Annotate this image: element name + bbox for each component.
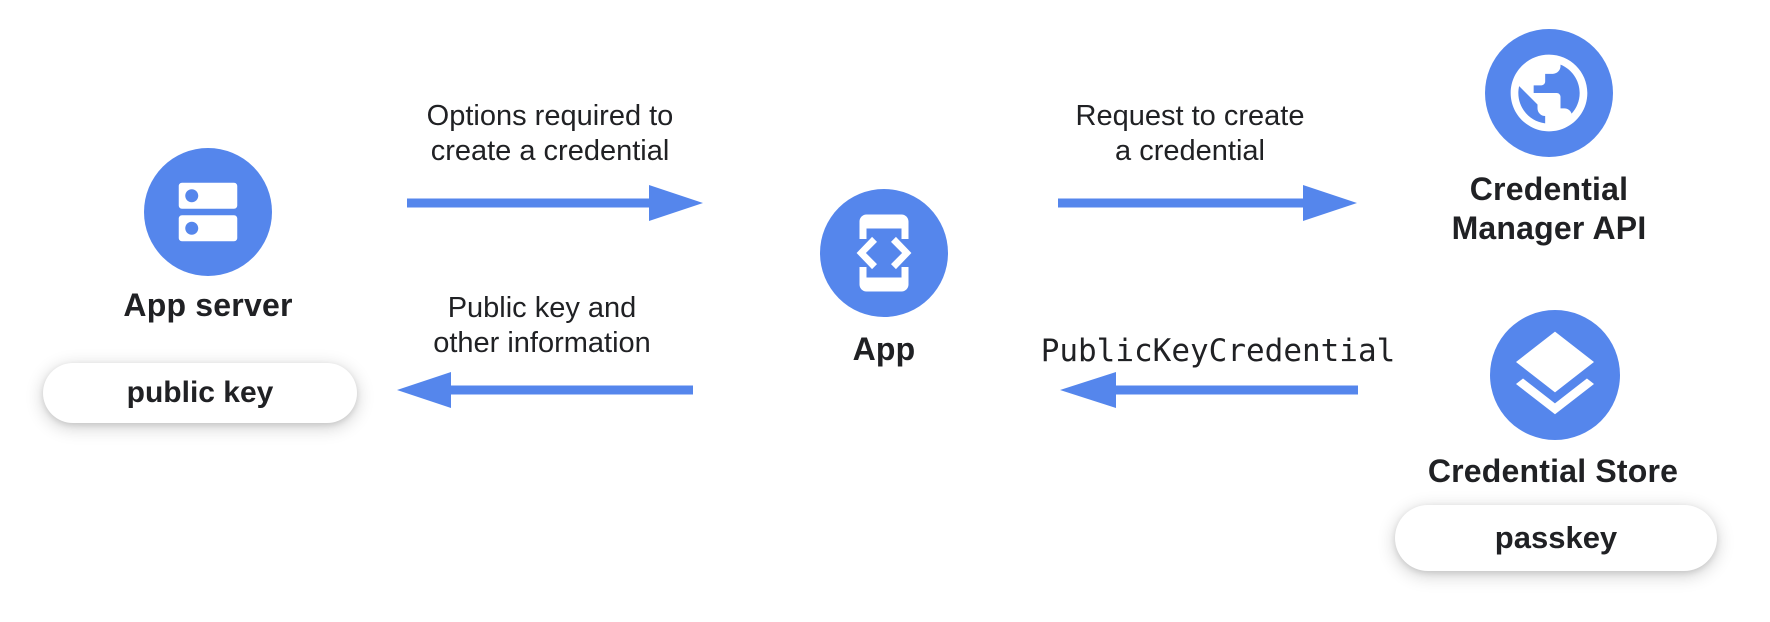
app-server-label: App server bbox=[123, 287, 293, 323]
phone-code-icon bbox=[856, 214, 912, 292]
arrow-body bbox=[407, 198, 657, 208]
public-key-pill: public key bbox=[43, 363, 357, 423]
credential-manager-api-node bbox=[1485, 29, 1613, 157]
passkey-pill-label: passkey bbox=[1494, 520, 1618, 555]
layers-icon-path bbox=[1516, 331, 1594, 415]
public-key-pill-label: public key bbox=[126, 376, 274, 409]
passkey-pill: passkey bbox=[1395, 505, 1717, 571]
flow-options-label: Options required to create a credential bbox=[400, 99, 700, 169]
flow-options-line1: Options required to bbox=[426, 100, 674, 132]
flow-public-key-info-line1: Public key and bbox=[447, 292, 637, 324]
flow-public-key-credential-label: PublicKeyCredential bbox=[1040, 333, 1396, 369]
credential-manager-api-label-line1: Credential bbox=[1469, 171, 1629, 207]
arrow-head bbox=[397, 372, 451, 408]
globe-icon bbox=[1510, 54, 1588, 132]
phone-code-icon-path bbox=[856, 214, 912, 292]
arrow-right-request bbox=[1058, 185, 1357, 221]
flow-request-line1: Request to create bbox=[1075, 100, 1305, 132]
arrow-head bbox=[1060, 372, 1116, 408]
arrow-body bbox=[1058, 198, 1311, 208]
server-icon-path bbox=[178, 182, 238, 242]
flow-public-key-info-label: Public key and other information bbox=[392, 291, 692, 361]
credential-store-label: Credential Store bbox=[1427, 453, 1679, 489]
credential-manager-api-label: Credential Manager API bbox=[1399, 170, 1699, 248]
app-node bbox=[820, 189, 948, 317]
app-label: App bbox=[852, 331, 916, 367]
flow-request-line2: a credential bbox=[1115, 135, 1265, 167]
arrow-head bbox=[1303, 185, 1357, 221]
arrow-body bbox=[443, 385, 693, 395]
credential-store-node bbox=[1490, 310, 1620, 440]
credential-manager-api-label-line2: Manager API bbox=[1451, 210, 1647, 246]
flow-request-label: Request to create a credential bbox=[1040, 99, 1340, 169]
arrow-left-public-key-info bbox=[397, 372, 693, 408]
arrow-head bbox=[649, 185, 703, 221]
layers-icon bbox=[1516, 331, 1594, 415]
arrow-left-public-key-credential bbox=[1060, 372, 1358, 408]
arrow-right-options bbox=[407, 185, 703, 221]
app-server-node bbox=[144, 148, 272, 276]
globe-icon-path bbox=[1510, 54, 1588, 132]
flow-public-key-info-line2: other information bbox=[433, 327, 651, 359]
server-icon bbox=[178, 182, 238, 242]
flow-options-line2: create a credential bbox=[430, 135, 670, 167]
arrow-body bbox=[1108, 385, 1358, 395]
